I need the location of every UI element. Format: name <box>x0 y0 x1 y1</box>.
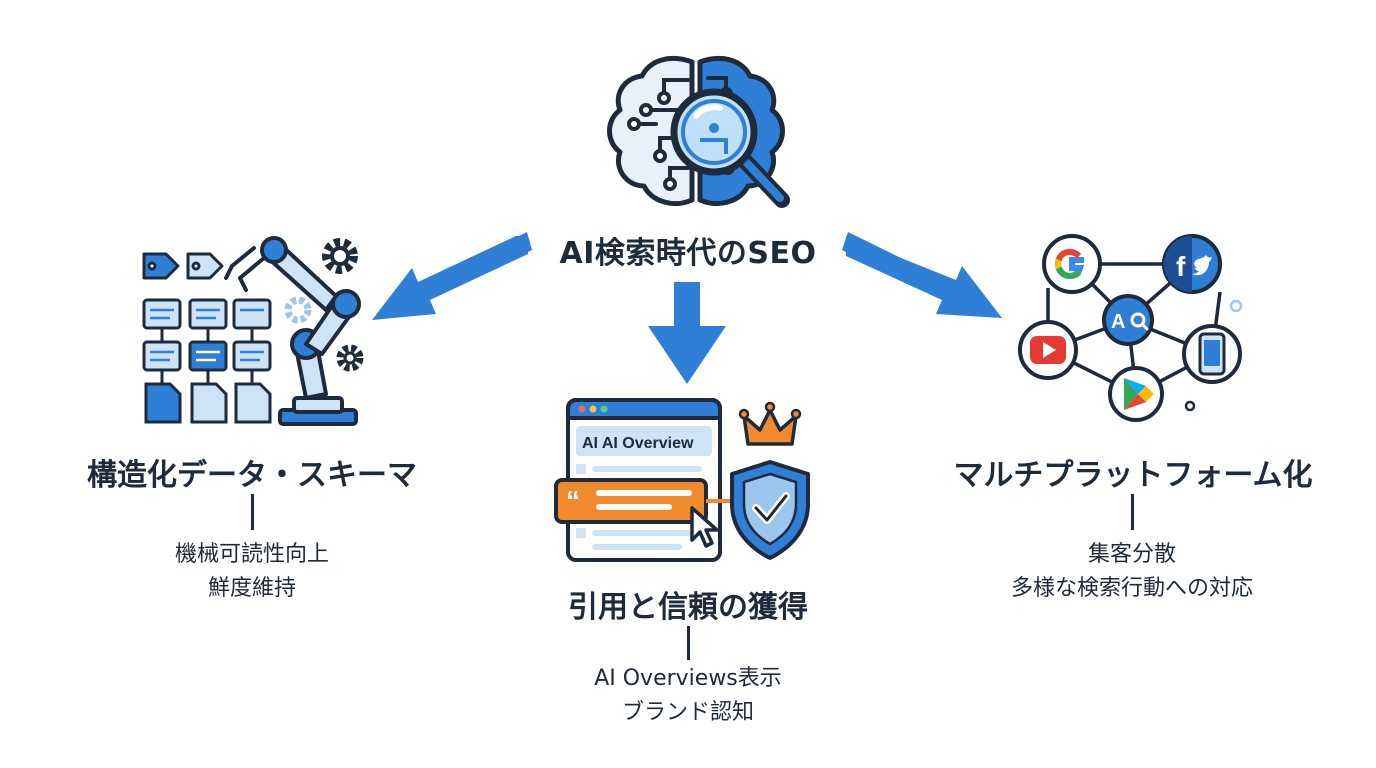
branch-desc-multiplatform: 集客分散 多様な検索行動への対応 <box>962 538 1302 606</box>
facebook-twitter-icon: f <box>1162 234 1222 294</box>
arrow-right <box>842 232 1002 318</box>
window-label: AI AI Overview <box>582 435 694 452</box>
branch-desc-citation-trust: AI Overviews表示 ブランド認知 <box>548 662 828 730</box>
smartphone-icon <box>1182 324 1242 384</box>
quote-icon: “ <box>554 478 742 524</box>
robot-arm-icon <box>224 236 361 426</box>
shield-check-icon <box>730 460 810 560</box>
branch-title-multiplatform: マルチプラットフォーム化 <box>953 458 1313 493</box>
gear-icon <box>284 238 364 372</box>
magnifier-icon <box>670 88 790 208</box>
svg-text:“: “ <box>566 485 580 516</box>
desc-line: 鮮度維持 <box>207 576 296 601</box>
crown-icon <box>738 401 802 446</box>
ai-search-hub-icon: A <box>1102 294 1154 346</box>
arrow-left <box>372 232 532 320</box>
desc-line: 多様な検索行動への対応 <box>1010 576 1253 601</box>
center-title: AI検索時代のSEO <box>559 236 817 271</box>
desc-line: 集客分散 <box>1087 542 1176 567</box>
brain-icon <box>607 56 790 208</box>
connector-line <box>251 494 254 530</box>
hub-label: A <box>1111 311 1125 333</box>
arrow-down <box>648 282 726 384</box>
middle-illustration: AI AI Overview “ <box>552 390 822 570</box>
desc-line: 機械可読性向上 <box>174 542 329 567</box>
branch-desc-structured-data: 機械可読性向上 鮮度維持 <box>132 538 372 606</box>
youtube-icon <box>1018 320 1078 380</box>
document-grid-icon <box>142 298 272 424</box>
connector-line <box>687 626 690 660</box>
branch-title-structured-data: 構造化データ・スキーマ <box>87 458 417 493</box>
svg-text:f: f <box>1176 251 1186 282</box>
left-illustration <box>130 228 370 428</box>
cursor-icon <box>690 506 719 548</box>
tag-icon <box>142 252 224 280</box>
center-illustration <box>600 50 800 220</box>
connector-line <box>1131 494 1134 530</box>
desc-line: ブランド認知 <box>621 700 754 725</box>
play-store-icon <box>1108 366 1164 422</box>
branch-title-citation-trust: 引用と信頼の獲得 <box>568 590 808 625</box>
right-illustration: A f <box>1010 228 1260 428</box>
desc-line: AI Overviews表示 <box>594 666 782 691</box>
google-icon <box>1042 234 1102 294</box>
